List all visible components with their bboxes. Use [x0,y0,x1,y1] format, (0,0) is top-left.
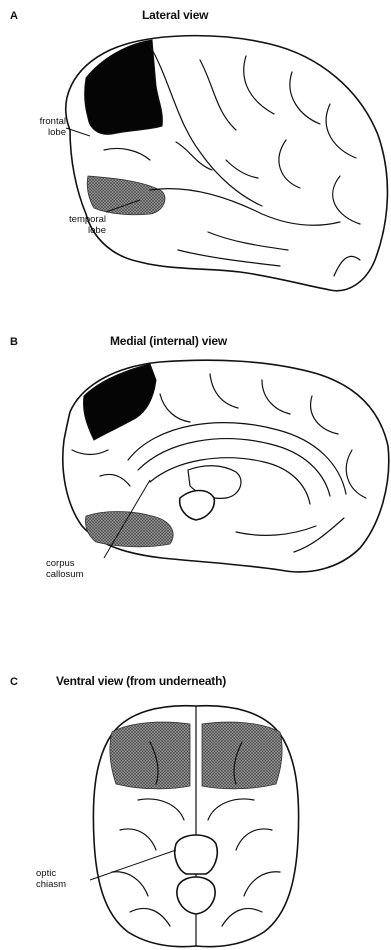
brain-ventral-illustration [0,600,391,950]
label-temporal-line1: temporal [48,214,106,225]
panel-medial-view: B Medial (internal) view corpus callosum [0,300,391,600]
label-frontal-line2: lobe [10,127,66,138]
label-optic-chiasm: optic chiasm [36,868,96,890]
label-optic-line2: chiasm [36,879,96,890]
label-optic-line1: optic [36,868,96,879]
brain-lateral-illustration [0,0,391,300]
label-temporal-line2: lobe [48,225,106,236]
label-corpus-callosum: corpus callosum [46,558,116,580]
panel-lateral-view: A Lateral view frontal lobe temporal lob… [0,0,391,300]
label-corpus-line1: corpus [46,558,116,569]
label-temporal-lobe: temporal lobe [48,214,106,236]
label-frontal-lobe: frontal lobe [10,116,66,138]
panel-ventral-view: C Ventral view (from underneath) optic c… [0,600,391,950]
label-frontal-line1: frontal [10,116,66,127]
brain-medial-illustration [0,300,391,600]
label-corpus-line2: callosum [46,569,116,580]
